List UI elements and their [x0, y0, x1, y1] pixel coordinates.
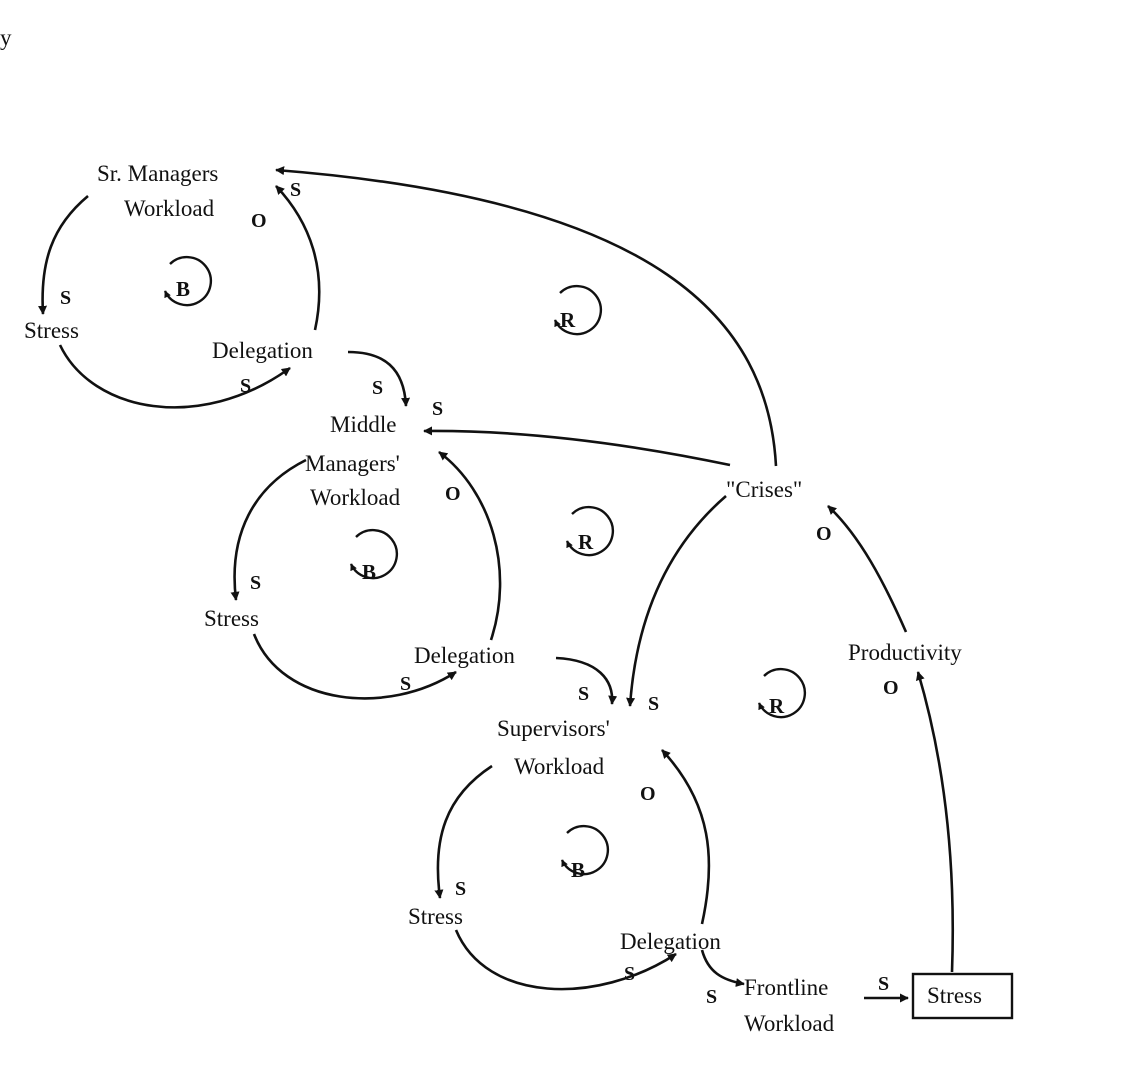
polarity-s: S	[400, 673, 411, 695]
polarity-s: S	[240, 375, 251, 397]
edge-stress-to-productivity	[915, 671, 955, 973]
edge-crises-to-sr-workload	[275, 166, 778, 467]
polarity-o: O	[816, 523, 832, 545]
node-crises: "Crises"	[726, 477, 802, 502]
polarity-s: S	[878, 973, 889, 995]
node-frontline-workload-line2: Workload	[744, 1011, 835, 1036]
edge-delegation-3-to-frontline-workload	[700, 949, 745, 987]
polarity-s: S	[432, 398, 443, 420]
edge-stress-2-to-delegation-2	[252, 633, 457, 700]
polarity-s: S	[578, 683, 589, 705]
node-sr-managers-workload-line2: Workload	[124, 196, 215, 221]
svg-text:B: B	[176, 277, 190, 301]
edge-sr-workload-to-stress-1	[38, 195, 89, 315]
node-stress-1: Stress	[24, 318, 79, 343]
loop-b-middle: B	[349, 528, 399, 584]
node-frontline-workload-line1: Frontline	[744, 975, 828, 1000]
svg-text:B: B	[571, 858, 585, 882]
edge-stress-3-to-delegation-3	[454, 929, 677, 991]
loop-b-top: B	[163, 255, 213, 307]
polarity-o: O	[640, 783, 656, 805]
node-delegation-3: Delegation	[620, 929, 721, 954]
svg-text:R: R	[578, 530, 594, 554]
node-supervisors-workload-line2: Workload	[514, 754, 605, 779]
svg-text:B: B	[362, 560, 376, 584]
polarity-o: O	[883, 677, 899, 699]
edge-delegation-2-to-supervisors-workload	[555, 656, 618, 705]
edge-delegation-1-to-middle-workload	[347, 350, 411, 407]
edge-crises-to-middle-workload	[423, 426, 731, 467]
polarity-s: S	[455, 878, 466, 900]
edge-delegation-3-to-supervisors-workload	[661, 749, 711, 925]
node-sr-managers-workload-line1: Sr. Managers	[97, 161, 218, 186]
edge-crises-to-supervisors-workload	[626, 495, 727, 707]
edge-productivity-to-crises	[827, 505, 908, 633]
polarity-s: S	[372, 377, 383, 399]
node-frontline-stress-box: Stress	[911, 972, 1014, 1020]
polarity-s: S	[60, 287, 71, 309]
node-productivity: Productivity	[848, 640, 962, 665]
edge-supervisors-workload-to-stress-3	[434, 764, 493, 899]
polarity-s: S	[624, 963, 635, 985]
node-delegation-1: Delegation	[212, 338, 313, 363]
svg-text:R: R	[769, 694, 785, 718]
polarity-s: S	[250, 572, 261, 594]
corner-text: y	[0, 25, 12, 50]
polarity-s: S	[706, 986, 717, 1008]
node-stress-2: Stress	[204, 606, 259, 631]
node-middle-managers-workload-line1: Middle	[330, 412, 396, 437]
node-frontline-stress: Stress	[927, 983, 982, 1008]
polarity-s: S	[648, 693, 659, 715]
polarity-s: S	[290, 179, 301, 201]
loop-r-top: R	[553, 284, 603, 336]
edge-delegation-1-to-sr-workload	[275, 185, 321, 331]
svg-text:R: R	[560, 308, 576, 332]
edge-middle-workload-to-stress-2	[230, 458, 307, 601]
edge-stress-1-to-delegation-1	[58, 344, 291, 409]
polarity-o: O	[445, 483, 461, 505]
node-stress-3: Stress	[408, 904, 463, 929]
node-supervisors-workload-line1: Supervisors'	[497, 716, 610, 741]
loop-r-middle: R	[565, 505, 615, 557]
loop-r-bottom: R	[757, 667, 807, 719]
node-middle-managers-workload-line2: Managers'	[305, 451, 400, 476]
node-delegation-2: Delegation	[414, 643, 515, 668]
edge-delegation-2-to-middle-workload	[438, 450, 502, 641]
polarity-o: O	[251, 210, 267, 232]
node-middle-managers-workload-line3: Workload	[310, 485, 401, 510]
loop-b-bottom: B	[560, 824, 610, 882]
